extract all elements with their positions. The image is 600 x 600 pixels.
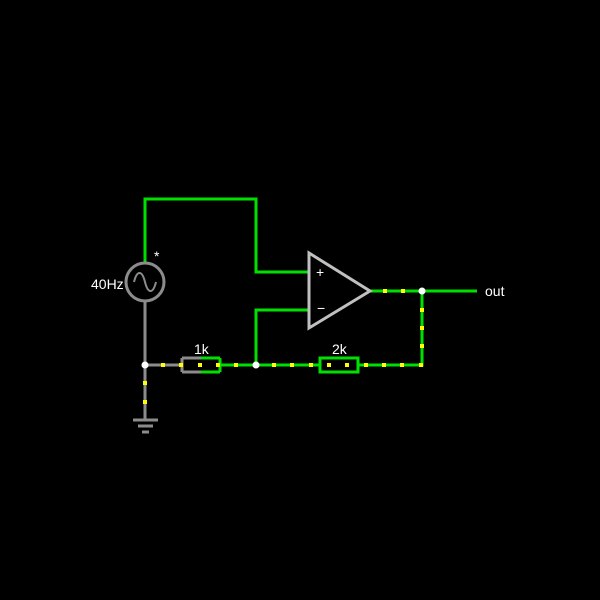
wire-source-to-plus[interactable] — [143, 197, 309, 274]
source-marker: * — [154, 248, 160, 264]
resistor-2k-label: 2k — [332, 341, 348, 357]
output-label: out — [485, 283, 505, 299]
wire-minus-to-junction[interactable] — [254, 308, 309, 365]
current-dots — [143, 289, 424, 404]
wire-2k-to-output[interactable] — [358, 291, 424, 367]
opamp-plus-label: + — [316, 264, 324, 280]
resistor-2k[interactable] — [318, 356, 360, 374]
opamp-minus-label: − — [317, 300, 325, 316]
ac-voltage-source[interactable] — [124, 261, 166, 303]
node[interactable] — [141, 361, 149, 369]
opamp[interactable] — [307, 250, 373, 331]
resistor-1k-label: 1k — [194, 341, 210, 357]
sine-wave-icon — [133, 272, 157, 292]
node[interactable] — [252, 361, 260, 369]
node[interactable] — [418, 287, 426, 295]
source-frequency-label: 40Hz — [91, 276, 124, 292]
ground-symbol[interactable] — [133, 418, 158, 434]
